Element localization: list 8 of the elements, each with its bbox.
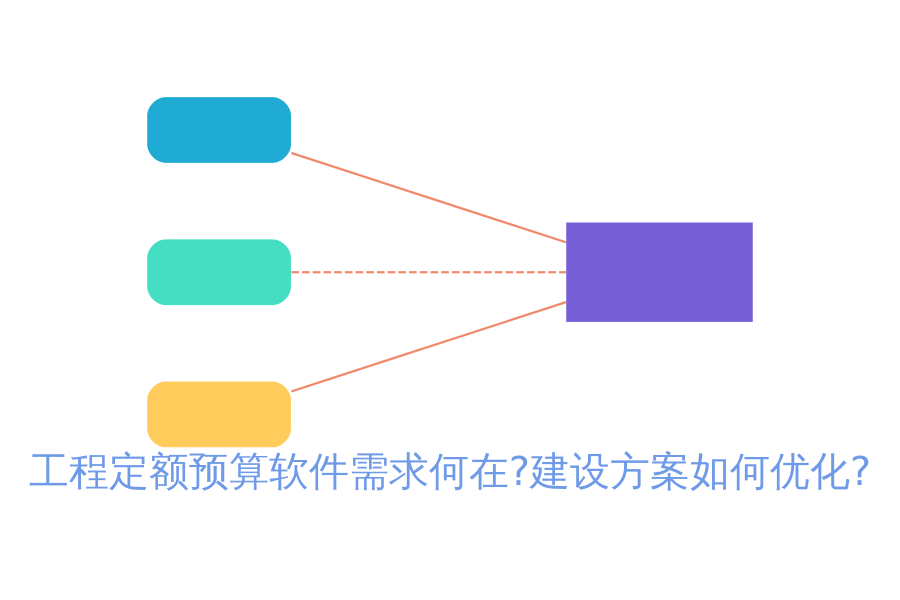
diagram-title: 工程定额预算软件需求何在?建设方案如何优化? [28, 448, 872, 495]
node-box [147, 238, 291, 305]
connector [291, 270, 566, 273]
connector [291, 300, 566, 392]
node-box [147, 381, 291, 447]
node-box [566, 222, 753, 322]
connector [291, 151, 566, 243]
node-box [147, 96, 291, 162]
